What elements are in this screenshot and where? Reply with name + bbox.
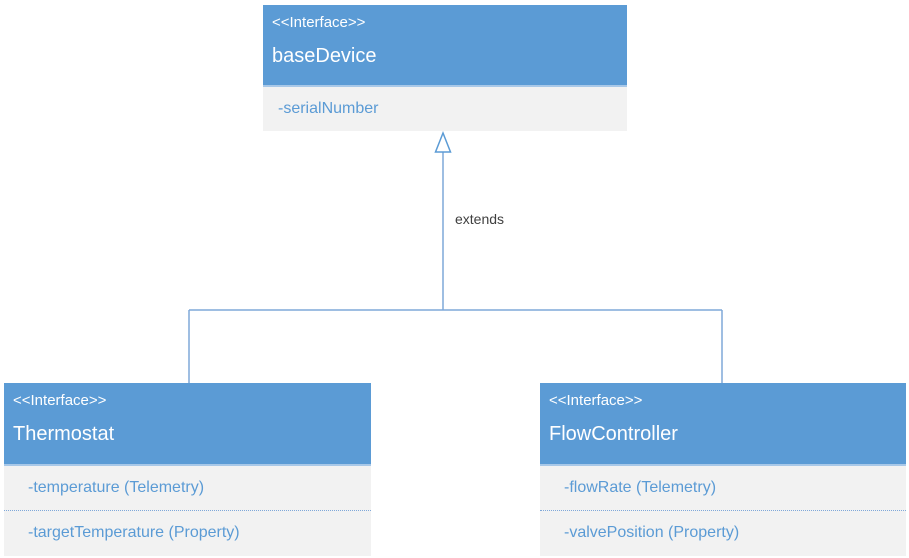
interface-box-basedevice: <<Interface>> baseDevice -serialNumber <box>263 5 627 131</box>
thermostat-stereotype: <<Interface>> <box>13 392 107 409</box>
flowcontroller-stereotype: <<Interface>> <box>549 392 643 409</box>
attribute-temperature: -temperature (Telemetry) <box>28 479 205 496</box>
flowcontroller-header: <<Interface>> FlowController <box>540 383 906 466</box>
basedevice-header: <<Interface>> baseDevice <box>263 5 627 87</box>
interface-box-flowcontroller: <<Interface>> FlowController -flowRate (… <box>540 383 906 556</box>
flowcontroller-attributes: -flowRate (Telemetry) -valvePosition (Pr… <box>540 466 906 556</box>
basedevice-stereotype: <<Interface>> <box>272 14 366 31</box>
attribute-divider <box>540 510 906 511</box>
extends-relationship-label: extends <box>455 211 505 227</box>
flowcontroller-name: FlowController <box>549 423 678 445</box>
attribute-targettemperature: -targetTemperature (Property) <box>28 524 240 541</box>
inheritance-arrowhead-icon <box>434 130 452 153</box>
basedevice-name: baseDevice <box>272 45 377 67</box>
thermostat-attributes: -temperature (Telemetry) -targetTemperat… <box>4 466 371 556</box>
attribute-divider <box>4 510 371 511</box>
basedevice-attributes: -serialNumber <box>263 87 627 131</box>
attribute-serialnumber: -serialNumber <box>278 100 379 117</box>
thermostat-header: <<Interface>> Thermostat <box>4 383 371 466</box>
thermostat-name: Thermostat <box>13 423 115 445</box>
attribute-valveposition: -valvePosition (Property) <box>564 524 740 541</box>
interface-box-thermostat: <<Interface>> Thermostat -temperature (T… <box>4 383 371 556</box>
attribute-flowrate: -flowRate (Telemetry) <box>564 479 717 496</box>
